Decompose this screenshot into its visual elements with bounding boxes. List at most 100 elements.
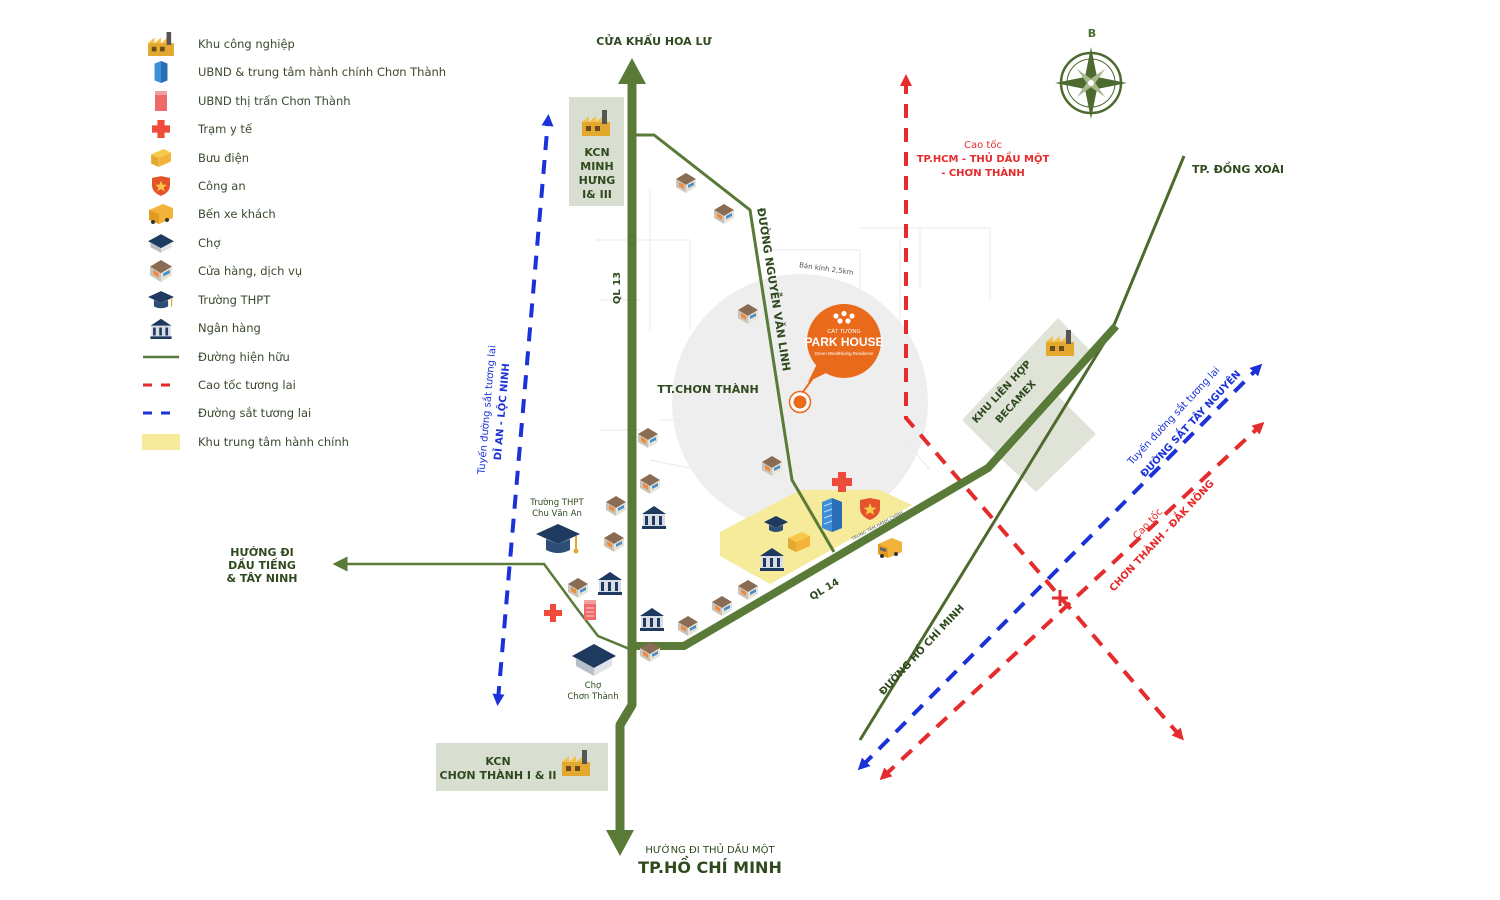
ql13-south-arrow — [606, 830, 634, 856]
medical-cross-icon — [152, 120, 170, 138]
shop-icon — [678, 616, 698, 636]
market-label-1: Chợ — [585, 681, 602, 691]
rail-east-label-2: ĐƯỜNG SẮT TÂY NGUYÊN — [1136, 366, 1243, 480]
brand-logo-icon — [833, 310, 855, 324]
legend-label: Khu trung tâm hành chính — [198, 435, 349, 449]
compass-rose-icon — [1055, 47, 1127, 119]
post-office-icon — [151, 149, 171, 167]
town-label: TT.CHƠN THÀNH — [657, 383, 758, 396]
legend-item-existing-road: Đường hiện hữu — [140, 345, 290, 369]
brand-small-label: CÁT TƯỜNG — [827, 328, 860, 335]
medical-cross-icon — [832, 472, 852, 492]
legend-label: Công an — [198, 179, 246, 193]
market-icon — [148, 234, 174, 253]
shop-icon — [604, 532, 624, 552]
expressway-north-label-2: TP.HCM - THỦ DẦU MỘT — [917, 151, 1050, 165]
legend-label: Cao tốc tương lai — [198, 378, 296, 392]
legend-label: Chợ — [198, 236, 221, 250]
market-label-2: Chơn Thành — [567, 692, 618, 702]
ql13-north-arrow — [618, 58, 646, 84]
south-dir-label: HƯỚNG ĐI THỦ DẦU MỘT — [645, 842, 775, 856]
legend-item-police: Công an — [140, 174, 246, 198]
legend-item-ubnd-center: UBND & trung tâm hành chính Chơn Thành — [140, 60, 446, 84]
shop-icon — [676, 173, 696, 193]
legend-label: Đường sắt tương lai — [198, 406, 312, 420]
brand-big-label: PARK HOUSE — [804, 335, 883, 349]
legend-item-shop: Cửa hàng, dịch vụ — [140, 259, 302, 283]
west-road — [332, 556, 633, 652]
expressway-east-label-2: CHƠN THÀNH - ĐẮK NÔNG — [1105, 476, 1217, 594]
legend-label: Đường hiện hữu — [198, 350, 290, 364]
legend-label: UBND thị trấn Chơn Thành — [198, 94, 351, 108]
dong-xoai-label: TP. ĐỒNG XOÀI — [1192, 161, 1284, 176]
post-office-icon — [788, 532, 810, 552]
shop-icon — [606, 496, 626, 516]
legend-item-future-railway: Đường sắt tương lai — [140, 401, 311, 425]
expressway-north-label-3: - CHƠN THÀNH — [941, 166, 1025, 179]
expressway-chon-thanh-dak-nong — [879, 421, 1265, 781]
west-dir-label-3: & TÂY NINH — [226, 572, 297, 585]
legend-label: Bưu điện — [198, 151, 249, 165]
nguyen-van-linh-road — [632, 133, 836, 553]
shop-icon — [638, 428, 658, 448]
bus-icon — [149, 204, 173, 224]
project-location-pin — [790, 392, 810, 412]
ql14-label: QL 14 — [808, 577, 841, 603]
bank-icon — [640, 608, 664, 631]
legend-item-school: Trường THPT — [140, 288, 270, 312]
bank-icon — [642, 506, 666, 529]
kcn-chon-thanh-label-1: KCN — [485, 755, 510, 768]
graduation-cap-icon — [764, 516, 788, 532]
legend-item-market: Chợ — [140, 231, 220, 255]
police-shield-icon — [860, 498, 880, 520]
legend-label: Khu công nghiệp — [198, 37, 295, 51]
kcn-minh-hung-label-4: I& III — [582, 188, 612, 201]
south-city-label: TP.HỒ CHÍ MINH — [638, 855, 782, 877]
future-expressway-line-icon — [143, 383, 179, 387]
legend-item-bank: Ngân hàng — [140, 316, 261, 340]
office-tower-icon — [822, 498, 842, 532]
kcn-minh-hung-label-3: HƯNG — [579, 174, 616, 187]
legend-label: Cửa hàng, dịch vụ — [198, 264, 303, 278]
existing-road-line-icon — [143, 355, 179, 359]
bank-icon — [150, 318, 172, 339]
school-label-2: Chu Văn An — [532, 509, 582, 519]
legend-item-medical: Trạm y tế — [140, 117, 252, 141]
legend-item-bus: Bến xe khách — [140, 202, 276, 226]
legend-item-post: Bưu điện — [140, 146, 249, 170]
shop-icon — [150, 260, 172, 282]
map-pois — [536, 110, 1074, 776]
legend-item-industrial: Khu công nghiệp — [140, 32, 295, 56]
market-icon — [572, 644, 616, 676]
shop-icon — [640, 474, 660, 494]
intersection-marks — [1052, 590, 1068, 606]
shop-icon — [568, 578, 588, 598]
expressway-hcm-thu-dau-mot-chon-thanh — [900, 74, 1184, 741]
graduation-cap-icon — [536, 524, 580, 554]
ho-chi-minh-road-label: ĐƯỜNG HỒ CHÍ MINH — [875, 600, 967, 697]
legend-label: UBND & trung tâm hành chính Chơn Thành — [198, 65, 447, 79]
west-dir-label-2: DẦU TIẾNG — [228, 557, 296, 572]
project-marker: CÁT TƯỜNG PARK HOUSE Green Wealthliving … — [788, 304, 884, 414]
shop-icon — [714, 204, 734, 224]
ql14-road — [632, 323, 1119, 650]
school-label-1: Trường THPT — [529, 497, 584, 508]
legend-item-ubnd-town: UBND thị trấn Chơn Thành — [140, 89, 351, 113]
police-shield-icon — [152, 176, 170, 196]
kcn-minh-hung-box — [569, 97, 624, 206]
ql13-label: QL 13 — [612, 272, 623, 304]
brand-tagline-label: Green Wealthliving Residence — [815, 351, 875, 356]
kcn-minh-hung-label-2: MINH — [580, 160, 613, 173]
bank-icon — [598, 572, 622, 595]
kcn-chon-thanh-label-2: CHƠN THÀNH I & II — [440, 769, 557, 782]
north-border-label: CỬA KHẨU HOA LƯ — [596, 33, 712, 48]
bus-icon — [878, 538, 902, 558]
legend-label: Trường THPT — [198, 293, 271, 307]
legend-item-future-expressway: Cao tốc tương lai — [140, 373, 296, 397]
legend-label: Bến xe khách — [198, 207, 276, 221]
west-dir-label-1: HƯỚNG ĐI — [230, 546, 293, 559]
compass-north-label: B — [1088, 27, 1096, 40]
factory-icon — [148, 32, 174, 56]
legend-label: Trạm y tế — [198, 122, 253, 136]
